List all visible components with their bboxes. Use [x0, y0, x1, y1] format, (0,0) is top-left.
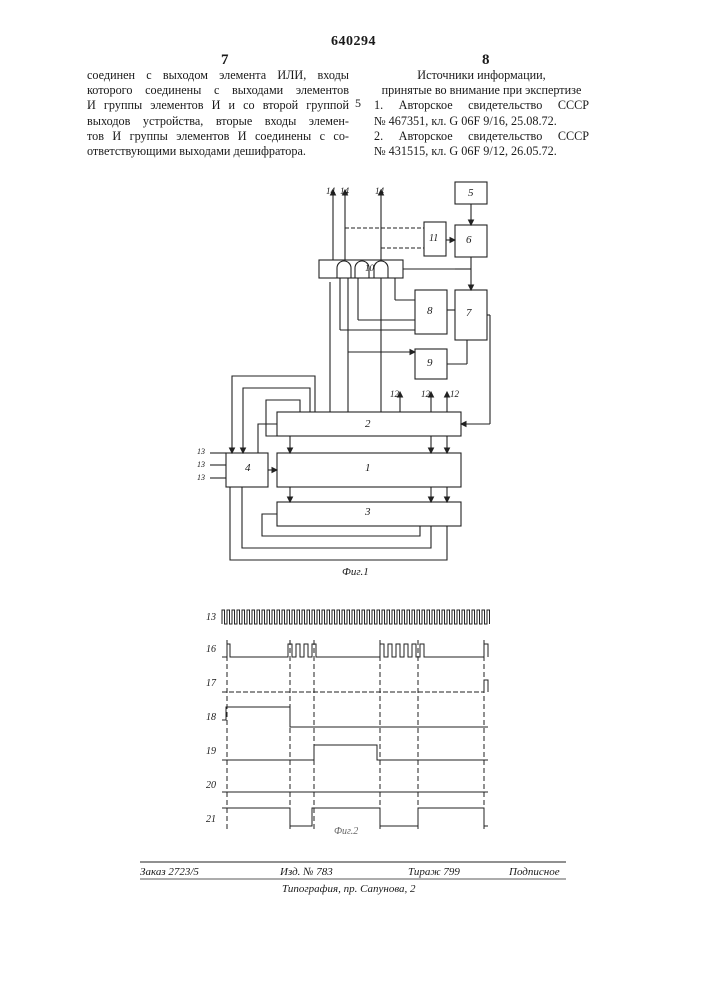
footer-subscription: Подписное [509, 866, 560, 878]
footer-order: Заказ 2723/5 [140, 866, 199, 878]
footer-edition: Изд. № 783 [280, 866, 333, 878]
footer-circulation: Тираж 799 [408, 866, 460, 878]
footer-printer: Типография, пр. Сапунова, 2 [282, 883, 416, 895]
